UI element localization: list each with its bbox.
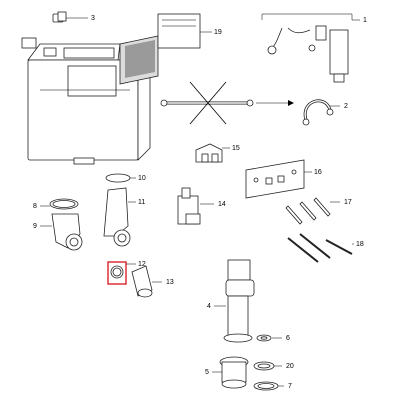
callout-4: 4 xyxy=(207,303,211,310)
callout-1: 1 xyxy=(363,17,367,24)
callout-11: 11 xyxy=(138,199,145,206)
part-8-o-ring[interactable] xyxy=(49,198,79,210)
callout-10: 10 xyxy=(138,175,146,182)
part-1-valve-assembly[interactable] xyxy=(261,13,353,83)
part-4-flush-valve[interactable] xyxy=(223,259,255,343)
part-20-ring[interactable] xyxy=(253,361,275,371)
obsolete-hose-crossed xyxy=(160,81,254,125)
part-9-elbow-connector[interactable] xyxy=(51,213,83,251)
part-19-panel[interactable] xyxy=(119,13,201,85)
callout-5: 5 xyxy=(205,369,209,376)
part-12-highlight-box xyxy=(107,261,127,285)
part-7-gasket[interactable] xyxy=(253,381,279,391)
part-18-bolts[interactable] xyxy=(287,233,353,263)
part-3-clip[interactable] xyxy=(52,11,67,23)
callout-labels: 1 2 3 4 5 6 7 8 9 10 11 12 13 14 15 16 1… xyxy=(33,15,367,390)
callout-18: 18 xyxy=(356,241,364,248)
callout-13: 13 xyxy=(166,279,174,286)
part-14-actuator-bracket[interactable] xyxy=(177,187,201,225)
callout-8: 8 xyxy=(33,203,37,210)
part-10-seal[interactable] xyxy=(105,173,131,183)
callout-3: 3 xyxy=(91,15,95,22)
callout-16: 16 xyxy=(314,169,322,176)
callout-17: 17 xyxy=(344,199,352,206)
callout-2: 2 xyxy=(344,103,348,110)
part-13-sleeve[interactable] xyxy=(131,265,153,298)
part-5-cap[interactable] xyxy=(219,356,249,389)
callout-6: 6 xyxy=(286,335,290,342)
callout-20: 20 xyxy=(286,363,294,370)
callout-14: 14 xyxy=(218,201,226,208)
part-6-washer[interactable] xyxy=(256,334,272,342)
replacement-arrow xyxy=(256,100,294,106)
part-12-ring[interactable] xyxy=(110,265,124,279)
callout-9: 9 xyxy=(33,223,37,230)
part-17-anchors[interactable] xyxy=(285,197,331,225)
part-2-hose[interactable] xyxy=(302,99,334,126)
callout-7: 7 xyxy=(288,383,292,390)
callout-12: 12 xyxy=(138,261,146,268)
part-16-mounting-plate[interactable] xyxy=(245,159,305,199)
part-11-flush-pipe[interactable] xyxy=(103,187,131,247)
callout-19: 19 xyxy=(214,29,222,36)
part-15-bracket[interactable] xyxy=(195,143,223,163)
callout-15: 15 xyxy=(232,145,240,152)
